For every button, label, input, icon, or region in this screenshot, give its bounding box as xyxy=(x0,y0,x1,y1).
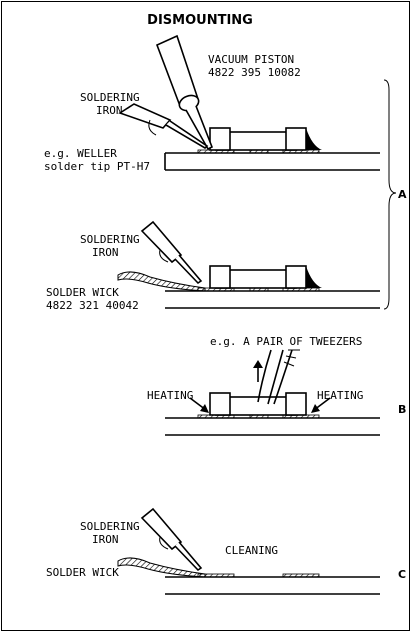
soldering-iron-a xyxy=(118,103,209,150)
solder-wick-a2 xyxy=(117,271,206,292)
lift-arrow-icon xyxy=(253,360,263,382)
heating-label-right: HEATING xyxy=(317,389,363,402)
solder-fillet-a2 xyxy=(306,266,322,288)
step-a-brace xyxy=(383,79,397,310)
step-b-illustration xyxy=(165,349,380,436)
weller-tip-label: solder tip PT-H7 xyxy=(44,160,150,173)
solder-fillet xyxy=(306,128,322,150)
step-c-illustration xyxy=(117,507,380,595)
soldering-iron-label-c-1: SOLDERING xyxy=(80,520,140,533)
pcb-board xyxy=(164,152,380,171)
step-a-top-illustration xyxy=(118,34,380,171)
soldering-iron-c xyxy=(140,507,203,572)
page-title: DISMOUNTING xyxy=(147,13,253,28)
heating-arrow-right-icon xyxy=(311,397,331,413)
soldering-iron-label-c-2: IRON xyxy=(92,533,119,546)
heating-arrow-left-icon xyxy=(189,397,209,413)
soldering-iron-label-a2-2: IRON xyxy=(92,246,119,259)
heating-label-left: HEATING xyxy=(147,389,193,402)
step-b-label: B xyxy=(398,403,406,416)
smd-component-a2 xyxy=(209,265,307,289)
soldering-iron-label-1: SOLDERING xyxy=(80,91,140,104)
cleaned-pad-right xyxy=(282,573,320,578)
soldering-iron-a2 xyxy=(140,220,203,285)
weller-label: e.g. WELLER xyxy=(44,147,117,160)
solder-wick-part-number: 4822 321 40042 xyxy=(46,299,139,312)
pcb-board-b xyxy=(165,417,380,436)
smd-component-b xyxy=(209,392,307,416)
step-a-bottom-illustration xyxy=(117,220,380,309)
solder-wick-c xyxy=(117,557,206,578)
pcb-board-c xyxy=(165,576,380,595)
tweezers xyxy=(257,349,300,405)
solder-wick-label-c: SOLDER WICK xyxy=(46,566,119,579)
pcb-board-a2 xyxy=(165,290,380,309)
soldering-iron-label-a2-1: SOLDERING xyxy=(80,233,140,246)
smd-component xyxy=(209,127,307,151)
vacuum-piston-part-number: 4822 395 10082 xyxy=(208,66,301,79)
step-a-label: A xyxy=(398,188,407,201)
step-c-label: C xyxy=(398,568,406,581)
soldering-iron-label-2: IRON xyxy=(96,104,123,117)
solder-wick-label: SOLDER WICK xyxy=(46,286,119,299)
tweezers-label: e.g. A PAIR OF TWEEZERS xyxy=(210,335,362,348)
cleaning-label: CLEANING xyxy=(225,544,278,557)
vacuum-piston-label: VACUUM PISTON xyxy=(208,53,294,66)
vacuum-piston xyxy=(155,34,214,151)
